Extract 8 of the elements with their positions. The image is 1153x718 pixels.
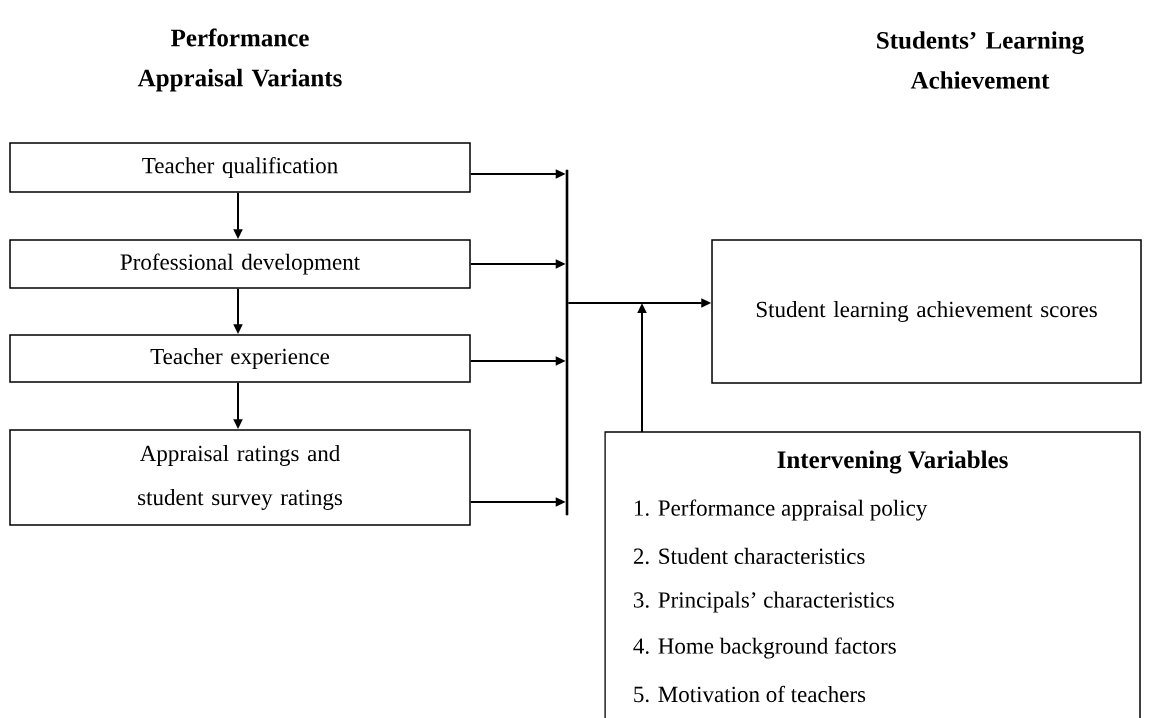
variable-box: Student learning achievement scores — [711, 239, 1142, 384]
variable-box: Teacher experience — [9, 334, 471, 383]
variable-box: Teacher qualification — [9, 142, 471, 193]
column-heading: Performance Appraisal Variants — [137, 28, 342, 92]
variable-box: Professional development — [9, 239, 471, 289]
intervening-variables-box: Intervening Variables 1. Performance appraisal policy 2. Student characteristics 3. Principals’ characteristics 4. Home background factors 5. Motivation of teachers — [604, 431, 1141, 718]
column-heading: Students’ Learning Achievement — [877, 31, 1084, 89]
variable-box: Appraisal ratings and student survey ratings — [9, 429, 471, 526]
